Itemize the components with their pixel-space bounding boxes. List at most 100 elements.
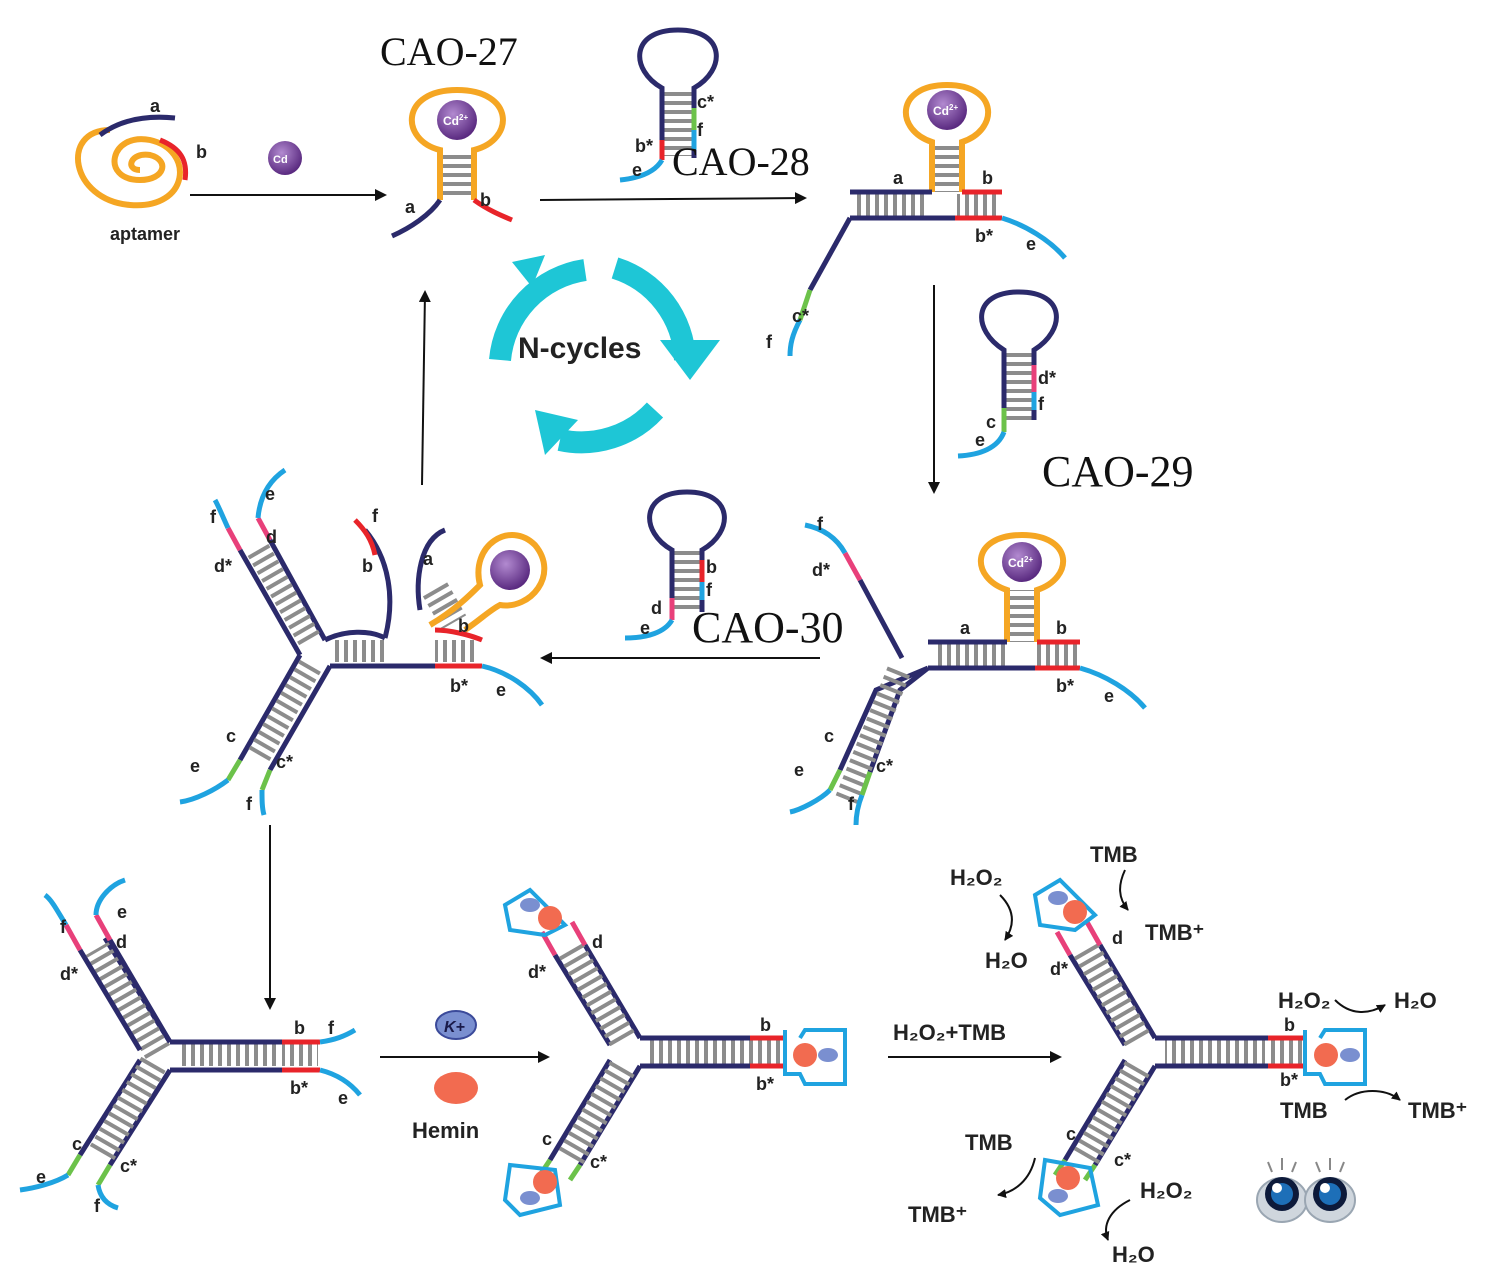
ywj2-domain-d-star: d* [528,962,546,982]
y-junction-g4 [502,887,847,1218]
complex2-domain-f-top: f [817,514,824,534]
rx-arrow-right-bottom [1344,1090,1401,1101]
h2o2-tmb-label: H₂O₂+TMB [893,1020,1006,1045]
aptamer-label: aptamer [110,224,180,244]
complex3-domain-a: a [423,549,434,569]
complex3-domain-e-a: e [265,484,275,504]
rx-arrow-top-left [999,894,1014,941]
ywj2-domain-c: c [542,1129,552,1149]
ywj3-domain-d-star: d* [1050,959,1068,979]
rx-h2o2-top: H₂O₂ [950,865,1003,890]
n-cycles-label: N-cycles [518,332,641,365]
cao29-hairpin [957,289,1059,459]
complex1-domain-b: b [982,168,993,188]
complex2-domain-c: c [824,726,834,746]
cao27-complex: Cd2+ [390,86,513,239]
rx-arrow-right-top [1334,999,1386,1013]
cao27-domain-b: b [480,190,491,210]
cao29-domain-e: e [975,430,985,450]
ywj3-domain-c-star: c* [1114,1150,1131,1170]
y-junction-plain [19,877,362,1211]
complex3-domain-d-star: d* [214,556,232,576]
cao30-hairpin [624,489,727,641]
ywj1-domain-e-c: e [36,1167,46,1187]
complex2-domain-e: e [1104,686,1114,706]
cd-ion-reagent: Cd [268,141,302,175]
complex2-domain-b-star: b* [1056,676,1074,696]
complex2-domain-a: a [960,618,971,638]
ywj2-domain-c-star: c* [590,1152,607,1172]
ywj1-domain-f: f [60,917,67,937]
cao29-domain-f: f [1038,394,1045,414]
complex3-domain-b-star: b* [450,676,468,696]
cao28-hairpin [619,27,719,183]
cao28-domain-b-star: b* [635,136,653,156]
ywj1-domain-b-star: b* [290,1078,308,1098]
ywj2-domain-b-star: b* [756,1074,774,1094]
potassium-ion: K+ [435,1010,477,1040]
arrow-cao27-to-complex1 [539,192,807,205]
complex3-domain-c-star: c* [276,752,293,772]
ywj1-domain-f-c: f [94,1196,101,1216]
ywj2-domain-b: b [760,1015,771,1035]
rx-arrow-bottom-left [997,1157,1036,1199]
complex1-domain-e: e [1026,234,1036,254]
label-cao28: CAO-28 [672,139,810,184]
cao30-domain-f: f [706,580,713,600]
label-cao27: CAO-27 [380,29,518,74]
complex3-domain-f-c: f [246,794,253,814]
ywj1-domain-e-b: e [338,1088,348,1108]
complex2-domain-b: b [1056,618,1067,638]
rx-h2o-top: H₂O [985,948,1028,973]
rx-h2o-bottom: H₂O [1112,1242,1155,1267]
hemin-ellipse [434,1072,478,1104]
eyes-icon [1256,1158,1356,1223]
ywj1-domain-e: e [117,902,127,922]
complex3-three-way [179,467,548,816]
y-junction-catalytic [1032,877,1367,1218]
complex3-domain-e-b: e [496,680,506,700]
rx-tmbplus-right: TMB⁺ [1408,1098,1467,1123]
rx-tmb-top: TMB [1090,842,1138,867]
rx-h2o-right: H₂O [1394,988,1437,1013]
cao28-domain-e: e [632,160,642,180]
cao30-domain-b: b [706,557,717,577]
cao30-domain-e: e [640,618,650,638]
rx-arrow-top-right [1119,869,1129,911]
complex3-domain-c: c [226,726,236,746]
rx-tmbplus-bottom: TMB⁺ [908,1202,967,1227]
complex2-domain-c-star: c* [876,756,893,776]
complex1-domain-f: f [766,332,773,352]
potassium-label: K+ [444,1019,465,1036]
complex1-domain-c-star: c* [792,306,809,326]
rx-tmbplus-top: TMB⁺ [1145,920,1204,945]
ywj3-domain-b: b [1284,1015,1295,1035]
ywj1-domain-c: c [72,1134,82,1154]
cao28-domain-c-star: c* [697,92,714,112]
aptamer-domain-a: a [150,96,161,116]
ywj1-domain-f-b: f [328,1018,335,1038]
complex3-domain-b: b [458,616,469,636]
complex3-domain-b-free: b [362,556,373,576]
label-cao30: CAO-30 [692,603,844,652]
ywj1-domain-d: d [116,932,127,952]
ywj3-domain-c: c [1066,1124,1076,1144]
cao29-domain-d-star: d* [1038,368,1056,388]
complex1-duplex: Cd2+ [787,81,1067,357]
rx-tmb-right: TMB [1280,1098,1328,1123]
complex3-domain-f-b: f [372,506,379,526]
cao27-domain-a: a [405,197,416,217]
complex3-domain-d: d [266,527,277,547]
complex1-domain-a: a [893,168,904,188]
ywj3-domain-d: d [1112,928,1123,948]
complex1-domain-b-star: b* [975,226,993,246]
complex2-three-way: Cd2+ [789,522,1147,826]
ywj3-domain-b-star: b* [1280,1070,1298,1090]
complex2-domain-f-low: f [848,794,855,814]
hemin-label: Hemin [412,1118,479,1143]
rx-tmb-bottom: TMB [965,1130,1013,1155]
rx-h2o2-bottom: H₂O₂ [1140,1178,1193,1203]
aptamer-coil [75,114,189,209]
cao28-domain-f: f [697,120,704,140]
